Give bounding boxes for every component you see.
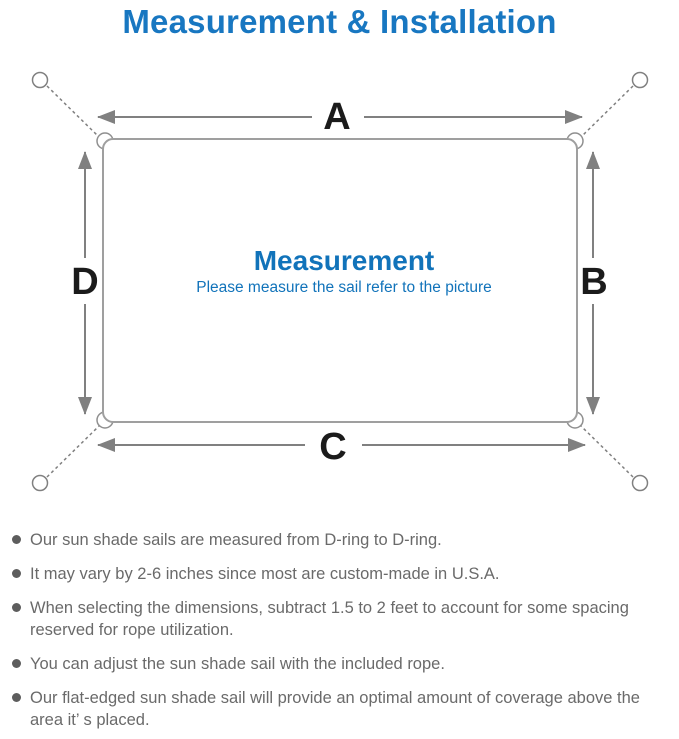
list-item: Our flat-edged sun shade sail will provi… — [12, 687, 675, 731]
dimension-label-c: C — [319, 426, 346, 468]
dimension-label-b: B — [580, 261, 607, 303]
diagram-center-heading: Measurement — [254, 245, 435, 276]
note-text: It may vary by 2-6 inches since most are… — [30, 565, 500, 583]
list-item: Our sun shade sails are measured from D-… — [12, 529, 675, 551]
sail-outline — [102, 138, 578, 423]
anchor-point-icon — [631, 71, 649, 89]
note-text: When selecting the dimensions, subtract … — [30, 599, 629, 639]
bullet-icon — [12, 693, 21, 702]
note-text: Our flat-edged sun shade sail will provi… — [30, 689, 640, 729]
list-item: It may vary by 2-6 inches since most are… — [12, 563, 675, 585]
list-item: You can adjust the sun shade sail with t… — [12, 653, 675, 675]
anchor-point-icon — [31, 474, 49, 492]
anchor-point-icons — [31, 71, 649, 492]
measurement-diagram: A B C D Measurement Please measure the s… — [31, 71, 649, 492]
bullet-icon — [12, 659, 21, 668]
dimension-arrows — [78, 110, 600, 452]
dimension-label-d: D — [71, 261, 98, 303]
note-text: You can adjust the sun shade sail with t… — [30, 655, 445, 673]
anchor-rope-dashed-lines — [46, 85, 634, 478]
notes-list: Our sun shade sails are measured from D-… — [12, 529, 675, 739]
bullet-icon — [12, 535, 21, 544]
diagram-center-subheading: Please measure the sail refer to the pic… — [196, 279, 492, 296]
note-text: Our sun shade sails are measured from D-… — [30, 531, 442, 549]
page-title: Measurement & Installation — [122, 3, 557, 40]
dimension-label-a: A — [323, 96, 350, 138]
anchor-point-icon — [31, 71, 49, 89]
bullet-icon — [12, 603, 21, 612]
list-item: When selecting the dimensions, subtract … — [12, 597, 675, 641]
bullet-icon — [12, 569, 21, 578]
anchor-point-icon — [631, 474, 649, 492]
